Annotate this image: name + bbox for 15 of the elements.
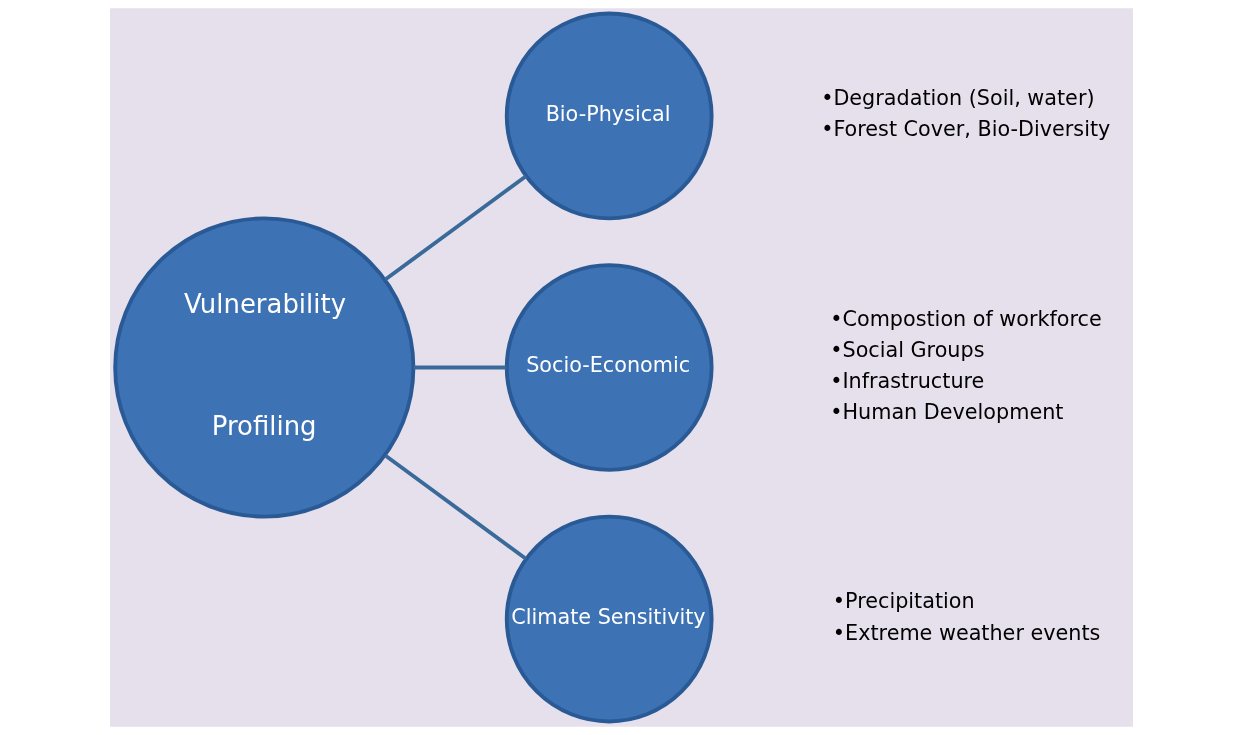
node-circle: Socio-Economic	[504, 263, 714, 472]
node-label: •Compostion of workforce	[829, 306, 1102, 331]
node-circle: Bio-Physical	[504, 11, 714, 221]
node-circle: Vulnerability Profiling	[112, 216, 415, 519]
connector	[383, 453, 527, 561]
connector	[383, 174, 527, 282]
node-label: •Infrastructure	[829, 368, 984, 393]
node-circle: Climate Sensitivity	[504, 514, 714, 724]
node-label: •Social Groups	[829, 337, 984, 362]
node-label: •Extreme weather events	[832, 620, 1100, 645]
node-label: •Human Development	[829, 400, 1063, 425]
node-label: •Forest Cover, Bio-Diversity	[820, 117, 1110, 142]
connector	[413, 365, 506, 370]
node-label: •Precipitation	[832, 589, 975, 614]
node-label: •Degradation (Soil, water)	[820, 86, 1094, 111]
